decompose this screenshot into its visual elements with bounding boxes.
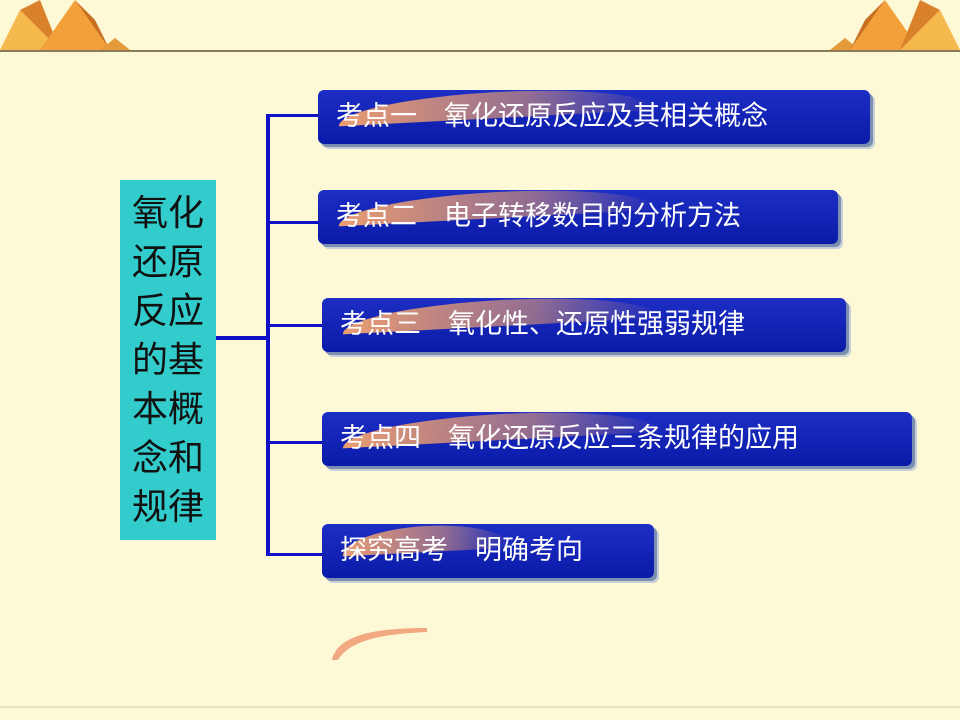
topic-box: 氧化还原反应的基本概念和规律 (120, 180, 216, 540)
bottom-swoosh-decoration (332, 628, 427, 660)
top-right-decoration (830, 0, 960, 50)
topic-item-label: 考点一 氧化还原反应及其相关概念 (336, 101, 768, 132)
connector-branch-2 (266, 221, 322, 224)
topic-item-label: 考点二 电子转移数目的分析方法 (336, 201, 741, 232)
topic-item-3[interactable]: 考点三 氧化性、还原性强弱规律 (322, 298, 846, 352)
topic-text: 氧化还原反应的基本概念和规律 (131, 192, 204, 528)
connector-vertical (266, 114, 270, 556)
topic-item-1[interactable]: 考点一 氧化还原反应及其相关概念 (318, 90, 870, 144)
topic-item-4[interactable]: 考点四 氧化还原反应三条规律的应用 (322, 412, 912, 466)
topic-item-2[interactable]: 考点二 电子转移数目的分析方法 (318, 190, 838, 244)
connector-branch-4 (266, 441, 324, 444)
topic-item-label: 考点四 氧化还原反应三条规律的应用 (340, 423, 799, 454)
header-divider (0, 50, 960, 52)
topic-item-label: 探究高考 明确考向 (340, 535, 583, 566)
connector-horizontal-main (216, 336, 268, 340)
footer-divider (0, 706, 960, 708)
topic-item-5[interactable]: 探究高考 明确考向 (322, 524, 654, 578)
top-left-decoration (0, 0, 130, 50)
connector-branch-1 (266, 114, 322, 117)
connector-branch-5 (266, 553, 324, 556)
connector-branch-3 (266, 324, 324, 327)
topic-item-label: 考点三 氧化性、还原性强弱规律 (340, 309, 745, 340)
